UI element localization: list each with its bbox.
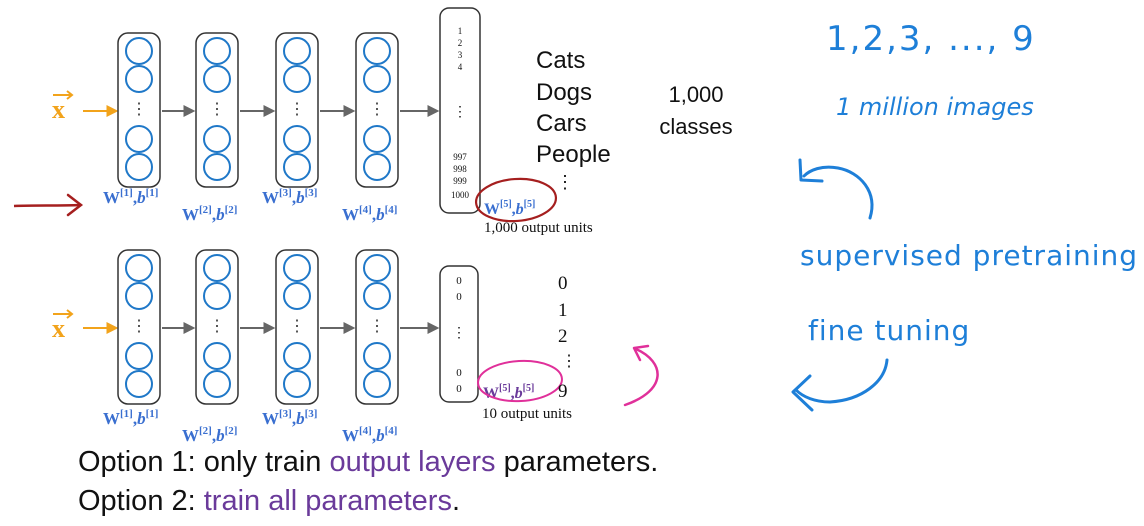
- output2-unit-c: 0: [456, 367, 462, 379]
- output-units-label-1: 1,000 output units: [484, 220, 593, 236]
- red-arrow-pointer: [13, 193, 84, 217]
- svg-text:⋮: ⋮: [289, 318, 305, 335]
- network-1: x ⋮ ⋮ ⋮: [52, 7, 733, 236]
- input-vector-arrowhead-1: [66, 90, 74, 100]
- output-unit-999: 999: [453, 176, 467, 186]
- class-count-label: classes: [659, 114, 732, 139]
- output2-ellipsis: ⋮: [452, 324, 466, 340]
- output-unit-4: 4: [458, 62, 463, 72]
- input-x-2: x: [52, 314, 65, 343]
- hidden-layer-3: ⋮: [275, 32, 319, 188]
- svg-text:⋮: ⋮: [131, 101, 147, 118]
- digit-9: 9: [558, 381, 568, 402]
- option-1-text: Option 1: only train output layers param…: [78, 446, 658, 479]
- network-2: x ⋮ ⋮ ⋮: [52, 249, 659, 445]
- option-2-prefix: Option 2:: [78, 485, 204, 517]
- svg-text:⋮: ⋮: [369, 318, 385, 335]
- svg-text:W[4],b[4]: W[4],b[4]: [342, 204, 397, 224]
- hidden-layer-1: ⋮: [117, 32, 161, 188]
- svg-text:W[1],b[1]: W[1],b[1]: [103, 187, 158, 207]
- lower-curved-arrow: [794, 358, 889, 404]
- output2-unit-b: 0: [456, 291, 462, 303]
- svg-text:⋮: ⋮: [209, 318, 225, 335]
- output-layer-1: 1 2 3 4 ⋮ 997 998 999 1000: [439, 7, 481, 214]
- svg-text:⋮: ⋮: [369, 101, 385, 118]
- hidden-layer-2-4: ⋮: [355, 249, 399, 405]
- handwritten-notes: 1,2,3, ..., 9 1 million images supervise…: [791, 19, 1138, 412]
- svg-text:W[3],b[3]: W[3],b[3]: [262, 408, 317, 428]
- option-2-highlight: train all parameters: [203, 485, 452, 517]
- output-params-circle-red: [474, 177, 558, 223]
- param-label-1-2: W[2],b[2]: [182, 204, 237, 224]
- output-ellipsis: ⋮: [453, 103, 467, 119]
- svg-text:W[2],b[2]: W[2],b[2]: [182, 425, 237, 445]
- output-units-label-2: 10 output units: [482, 406, 572, 422]
- svg-text:W[3],b[3]: W[3],b[3]: [262, 187, 317, 207]
- option-1-prefix: Option 1: only train: [78, 446, 330, 478]
- magenta-curved-arrow: [623, 344, 659, 407]
- svg-text:⋮: ⋮: [289, 101, 305, 118]
- note-finetuning: fine tuning: [808, 314, 970, 347]
- hidden-layer-2: ⋮: [195, 32, 239, 188]
- output-unit-998: 998: [453, 164, 467, 174]
- output-unit-3: 3: [458, 50, 463, 60]
- svg-text:W[5],b[5]: W[5],b[5]: [484, 199, 535, 218]
- output2-unit-d: 0: [456, 383, 462, 395]
- digit-1: 1: [558, 300, 568, 321]
- hidden-layer-4: ⋮: [355, 32, 399, 188]
- class-ellipsis: ⋮: [556, 172, 574, 192]
- class-cats: Cats: [536, 47, 585, 74]
- svg-text:W[4],b[4]: W[4],b[4]: [342, 425, 397, 445]
- output-layer-2: 0 0 ⋮ 0 0: [439, 265, 479, 403]
- param-label-1-1: W[1],b[1]: [103, 187, 158, 207]
- hidden-layer-2-3: ⋮: [275, 249, 319, 405]
- param-label-1-5: W[5],b[5]: [484, 199, 535, 218]
- param-label-1-3: W[3],b[3]: [262, 187, 317, 207]
- option-1-suffix: parameters.: [495, 446, 659, 478]
- output-unit-1: 1: [458, 26, 463, 36]
- output2-unit-a: 0: [456, 275, 462, 287]
- svg-text:⋮: ⋮: [209, 101, 225, 118]
- param-label-2-3: W[3],b[3]: [262, 408, 317, 428]
- class-cars: Cars: [536, 110, 587, 137]
- digit-ellipsis: ⋮: [561, 353, 577, 370]
- svg-text:⋮: ⋮: [131, 318, 147, 335]
- output-unit-1000: 1000: [451, 190, 470, 200]
- svg-text:W[2],b[2]: W[2],b[2]: [182, 204, 237, 224]
- note-pretraining: supervised pretraining: [800, 239, 1138, 272]
- option-1-highlight: output layers: [329, 446, 496, 478]
- param-label-2-4: W[4],b[4]: [342, 425, 397, 445]
- param-label-2-2: W[2],b[2]: [182, 425, 237, 445]
- svg-text:W[5],b[5]: W[5],b[5]: [483, 383, 534, 402]
- hidden-layer-2-2: ⋮: [195, 249, 239, 405]
- class-people: People: [536, 141, 611, 168]
- class-dogs: Dogs: [536, 79, 592, 106]
- option-2-text: Option 2: train all parameters.: [78, 485, 460, 518]
- param-label-2-1: W[1],b[1]: [103, 408, 158, 428]
- note-digits: 1,2,3, ..., 9: [826, 19, 1036, 59]
- hidden-layer-2-1: ⋮: [117, 249, 161, 405]
- svg-text:W[1],b[1]: W[1],b[1]: [103, 408, 158, 428]
- digit-0: 0: [558, 273, 568, 294]
- output-unit-997: 997: [453, 152, 467, 162]
- param-label-2-5: W[5],b[5]: [483, 383, 534, 402]
- digit-2: 2: [558, 326, 568, 347]
- param-label-1-4: W[4],b[4]: [342, 204, 397, 224]
- input-x-1: x: [52, 95, 65, 124]
- output-unit-2: 2: [458, 38, 463, 48]
- upper-curved-arrow: [802, 165, 874, 220]
- note-million: 1 million images: [836, 93, 1034, 121]
- input-vector-arrowhead-2: [66, 309, 74, 319]
- option-2-suffix: .: [451, 485, 461, 517]
- class-count: 1,000: [668, 82, 723, 107]
- output-params-circle-magenta: [477, 359, 563, 403]
